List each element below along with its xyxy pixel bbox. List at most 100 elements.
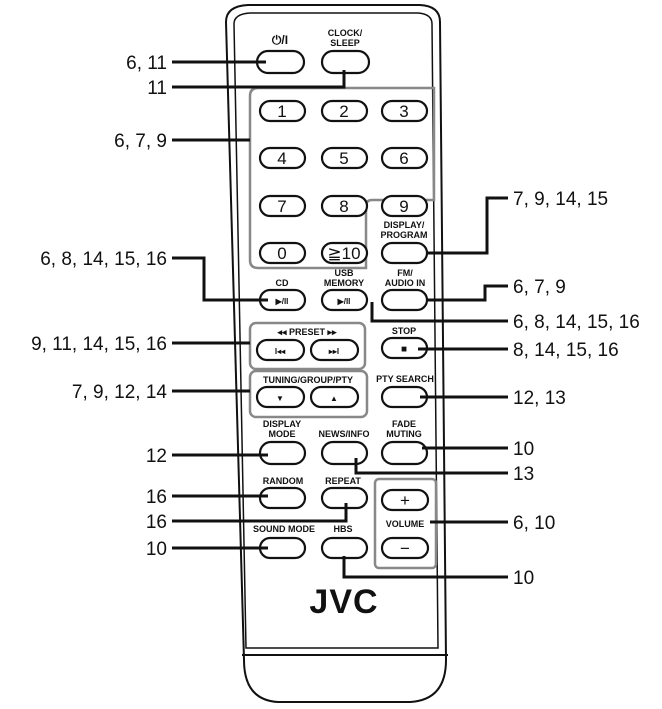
key-7-label: 7 — [277, 197, 286, 216]
usb-memory-label-2: MEMORY — [324, 278, 364, 288]
news-info-button[interactable]: NEWS/INFO — [319, 429, 370, 466]
tuning-up-button[interactable]: ▲ — [309, 385, 360, 409]
key-9-label: 9 — [399, 197, 408, 216]
news-info-label: NEWS/INFO — [319, 429, 370, 439]
key-3[interactable]: 3 — [380, 99, 429, 123]
display-mode-label-1: DISPLAY — [263, 419, 301, 429]
usb-memory-button[interactable]: USB MEMORY ▶/II — [320, 268, 369, 312]
tuning-group-border — [248, 369, 369, 419]
leader-display-program — [428, 196, 508, 255]
skip-forward-icon: ▸▸I — [328, 347, 339, 356]
callout-stop: 8, 14, 15, 16 — [513, 340, 619, 361]
leader-fm-audio-in — [428, 284, 508, 302]
display-program-label-1: DISPLAY/ — [384, 220, 425, 230]
leader-news-info — [354, 458, 508, 475]
callout-repeat: 16 — [146, 512, 167, 533]
key-8[interactable]: 8 — [320, 194, 369, 218]
display-program-button[interactable]: DISPLAY/ PROGRAM — [381, 220, 429, 265]
callout-volume: 6, 10 — [513, 513, 555, 534]
callout-usb-memory: 6, 8, 14, 15, 16 — [513, 312, 640, 333]
fm-audio-in-button[interactable]: FM/ AUDIO IN — [380, 268, 429, 312]
random-label: RANDOM — [263, 476, 304, 486]
callout-random: 16 — [146, 487, 167, 508]
leader-lines — [172, 60, 508, 579]
down-triangle-icon: ▼ — [276, 394, 284, 403]
cd-label: CD — [276, 278, 289, 288]
key-1-label: 1 — [277, 102, 286, 121]
key-0[interactable]: 0 — [258, 241, 307, 265]
callout-preset: 9, 11, 14, 15, 16 — [31, 334, 167, 355]
up-triangle-icon: ▲ — [330, 394, 338, 403]
jvc-logo: JVC — [309, 583, 378, 621]
key-9[interactable]: 9 — [380, 194, 429, 218]
stop-button[interactable]: STOP ■ — [380, 326, 429, 360]
leader-clock-sleep — [172, 70, 346, 89]
clock-sleep-label-2: SLEEP — [330, 38, 360, 48]
pty-search-label: PTY SEARCH — [376, 374, 434, 384]
callout-fm-audio-in: 6, 7, 9 — [513, 277, 566, 298]
leader-usb-memory — [370, 302, 508, 323]
clock-sleep-label-1: CLOCK/ — [328, 28, 363, 38]
fm-audio-in-label-2: AUDIO IN — [385, 278, 426, 288]
skip-back-icon: I◂◂ — [275, 347, 286, 356]
fm-audio-in-label-1: FM/ — [397, 268, 413, 278]
leader-cd — [172, 256, 268, 302]
callout-power: 6, 11 — [126, 53, 167, 74]
stop-icon: ■ — [401, 344, 407, 355]
key-10-plus-label: ≧10 — [327, 244, 360, 263]
callout-news-info: 13 — [513, 464, 534, 485]
sound-mode-label: SOUND MODE — [253, 524, 315, 534]
tuning-down-button[interactable]: ▼ — [255, 385, 306, 409]
pty-search-button[interactable]: PTY SEARCH — [376, 374, 434, 409]
key-6-label: 6 — [399, 149, 408, 168]
key-2-label: 2 — [339, 102, 348, 121]
callout-pty-search: 12, 13 — [513, 388, 566, 409]
usb-memory-label-1: USB — [334, 268, 354, 278]
key-3-label: 3 — [399, 102, 408, 121]
key-1[interactable]: 1 — [258, 99, 307, 123]
key-5-label: 5 — [339, 149, 348, 168]
callout-hbs: 10 — [513, 568, 534, 589]
key-0-label: 0 — [277, 244, 286, 263]
key-8-label: 8 — [339, 197, 348, 216]
callout-sound-mode: 10 — [146, 539, 167, 560]
key-6[interactable]: 6 — [380, 146, 429, 170]
key-4[interactable]: 4 — [258, 146, 307, 170]
callout-display-program: 7, 9, 14, 15 — [513, 189, 608, 210]
play-pause-icon: ▶/II — [337, 297, 351, 306]
tuning-label: TUNING/GROUP/PTY — [263, 375, 353, 385]
callout-clock-sleep: 11 — [147, 78, 167, 99]
play-pause-icon: ▶/II — [275, 297, 289, 306]
callout-fade-muting: 10 — [513, 439, 534, 460]
callout-labels: 6, 11 11 6, 7, 9 7, 9, 14, 15 6, 8, 14, … — [31, 53, 640, 589]
volume-up-button[interactable]: + — [380, 488, 430, 512]
cd-button[interactable]: CD ▶/II — [258, 278, 307, 312]
volume-label: VOLUME — [386, 519, 425, 529]
minus-icon: − — [400, 539, 410, 558]
callout-display-mode: 12 — [146, 446, 167, 467]
key-5[interactable]: 5 — [320, 146, 369, 170]
key-2[interactable]: 2 — [320, 99, 369, 123]
random-button[interactable]: RANDOM — [258, 476, 307, 510]
leader-repeat — [172, 503, 348, 523]
display-mode-label-2: MODE — [269, 429, 296, 439]
preset-prev-button[interactable]: I◂◂ — [255, 338, 306, 362]
plus-icon: + — [400, 491, 410, 510]
preset-next-button[interactable]: ▸▸I — [309, 338, 360, 362]
hbs-label: HBS — [333, 524, 352, 534]
display-mode-button[interactable]: DISPLAY MODE — [258, 419, 307, 466]
key-7[interactable]: 7 — [258, 194, 307, 218]
key-4-label: 4 — [277, 149, 286, 168]
fade-muting-label-1: FADE — [392, 419, 416, 429]
key-10-plus[interactable]: ≧10 — [320, 241, 369, 265]
callout-cd: 6, 8, 14, 15, 16 — [40, 249, 167, 270]
fade-muting-button[interactable]: FADE MUTING — [380, 419, 429, 466]
preset-label: ◂◂ PRESET ▸▸ — [276, 327, 337, 337]
leader-hbs — [342, 556, 508, 579]
display-program-label-2: PROGRAM — [381, 230, 428, 240]
numeric-pad-border — [248, 86, 436, 270]
stop-label: STOP — [392, 326, 416, 336]
volume-down-button[interactable]: − — [380, 536, 430, 560]
callout-tuning: 7, 9, 12, 14 — [72, 382, 168, 403]
